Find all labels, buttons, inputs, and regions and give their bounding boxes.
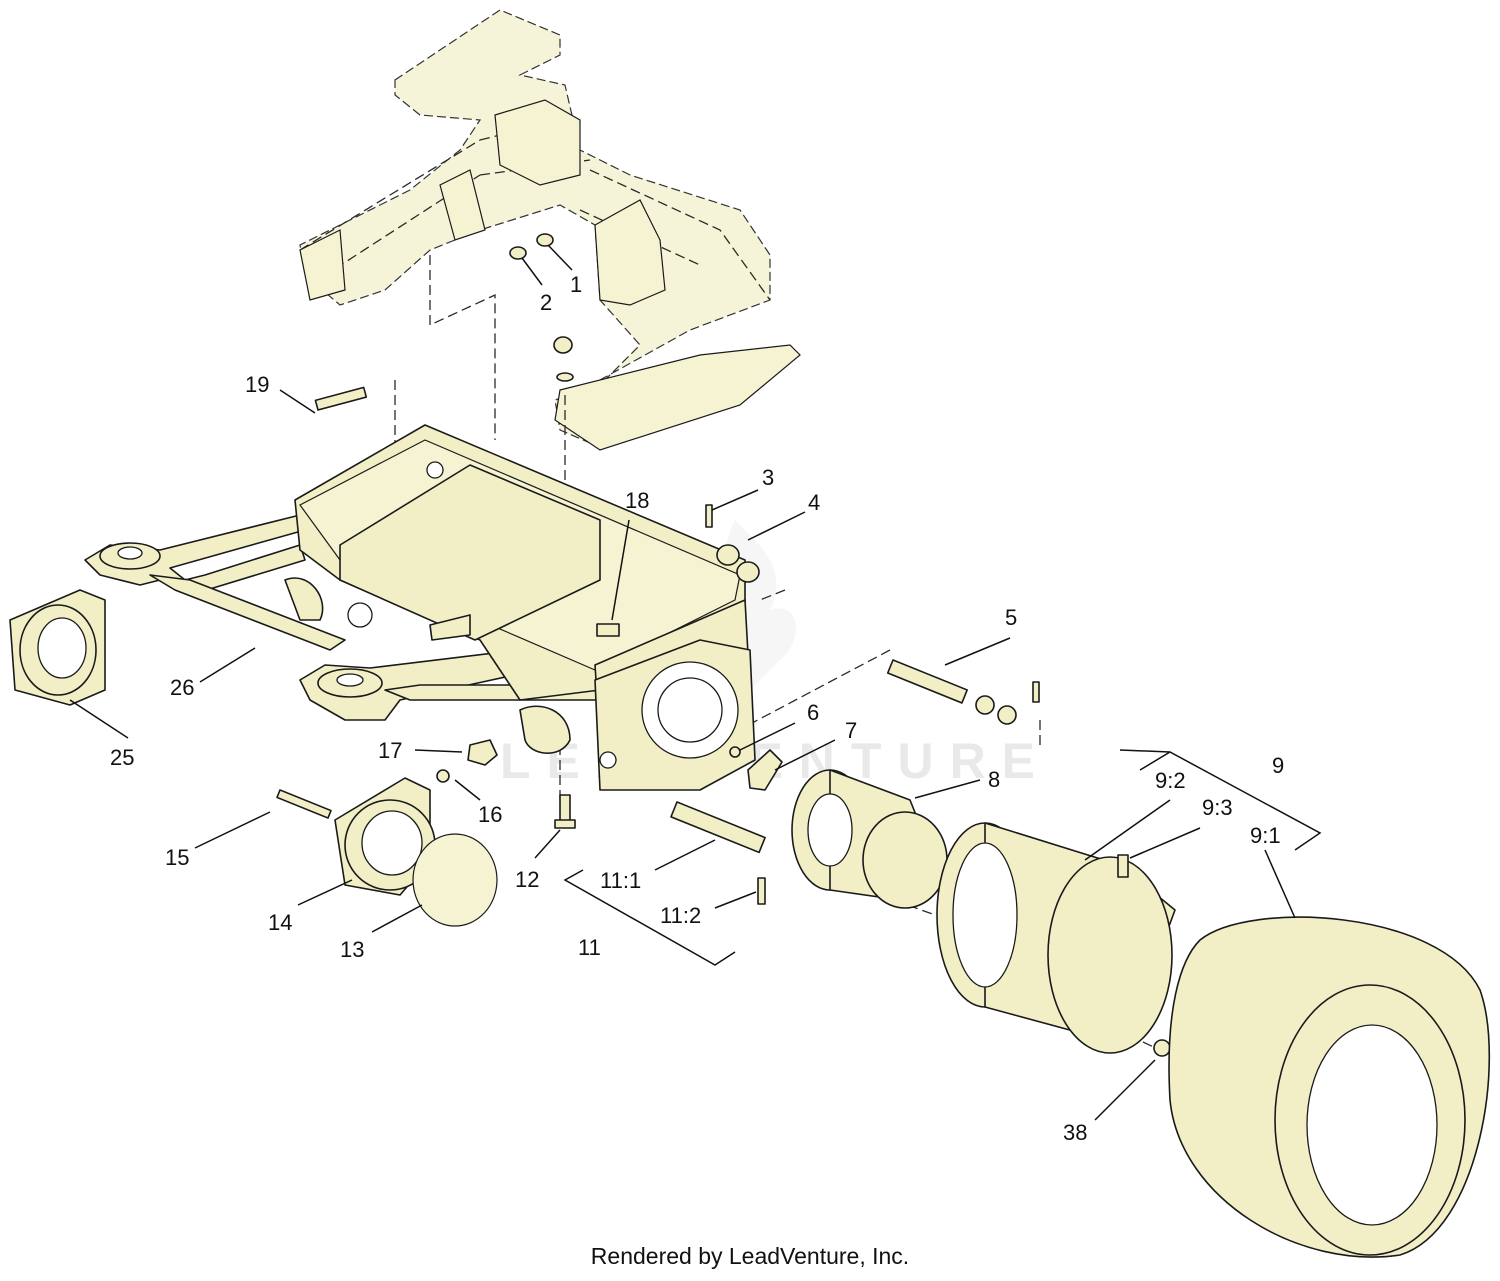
callout-15[interactable]: 15 (165, 845, 189, 870)
valve-stem (1117, 854, 1129, 878)
callout-13[interactable]: 13 (340, 937, 364, 962)
callout-7[interactable]: 7 (845, 718, 857, 743)
callout-8[interactable]: 8 (988, 767, 1000, 792)
callout-16[interactable]: 16 (478, 802, 502, 827)
callout-labels: 1 2 3 4 5 6 7 8 9 9:2 9:3 9:1 11:1 11:2 … (110, 272, 1284, 1145)
bolt-12 (554, 794, 576, 829)
pin-19 (314, 386, 368, 411)
bolt-15 (276, 789, 332, 819)
callout-26[interactable]: 26 (170, 675, 194, 700)
nut-16 (436, 769, 450, 783)
nut-top (553, 336, 574, 382)
caster-housing-left (9, 589, 106, 706)
callout-9-2[interactable]: 9:2 (1155, 768, 1186, 793)
callout-19[interactable]: 19 (245, 372, 269, 397)
caster-pad-rear (317, 668, 383, 698)
callout-18[interactable]: 18 (625, 488, 649, 513)
lug-nut-38 (1153, 1039, 1171, 1057)
wheel-rim (936, 822, 1176, 1054)
callout-9-3[interactable]: 9:3 (1202, 795, 1233, 820)
upper-frame (299, 9, 801, 451)
callout-11[interactable]: 11 (578, 935, 601, 960)
callout-38[interactable]: 38 (1063, 1120, 1087, 1145)
callout-14[interactable]: 14 (268, 910, 292, 935)
callout-17[interactable]: 17 (378, 738, 402, 763)
callout-1[interactable]: 1 (570, 272, 582, 297)
callout-9[interactable]: 9 (1272, 753, 1284, 778)
pin-3-washers-4 (705, 504, 760, 583)
callout-25[interactable]: 25 (110, 745, 134, 770)
footer-credit: Rendered by LeadVenture, Inc. (590, 1243, 910, 1269)
caster-pad-front (99, 542, 161, 570)
wheel-hub (791, 769, 948, 909)
callout-11-2[interactable]: 11:2 (660, 903, 701, 928)
callout-9-1[interactable]: 9:1 (1250, 823, 1281, 848)
bracket-11 (563, 869, 736, 966)
callout-6[interactable]: 6 (807, 700, 819, 725)
pin-11 (670, 801, 766, 905)
callout-5[interactable]: 5 (1005, 605, 1017, 630)
bolt-18 (596, 623, 620, 637)
caster-housing-lower (334, 777, 436, 896)
shaft-6-7 (729, 746, 783, 791)
callout-4[interactable]: 4 (808, 490, 820, 515)
nut-17 (467, 739, 498, 766)
leader-lines (69, 244, 1296, 1121)
callout-11-1[interactable]: 11:1 (600, 868, 641, 893)
main-frame-assembly (84, 424, 756, 791)
tire (1168, 916, 1491, 1258)
washers-1-2 (509, 233, 554, 260)
axle-pin-5 (886, 659, 1040, 725)
callout-3[interactable]: 3 (762, 465, 774, 490)
callout-2[interactable]: 2 (540, 290, 552, 315)
callout-12[interactable]: 12 (515, 867, 539, 892)
bracket-9 (1139, 751, 1322, 851)
caster-cover (412, 833, 498, 927)
